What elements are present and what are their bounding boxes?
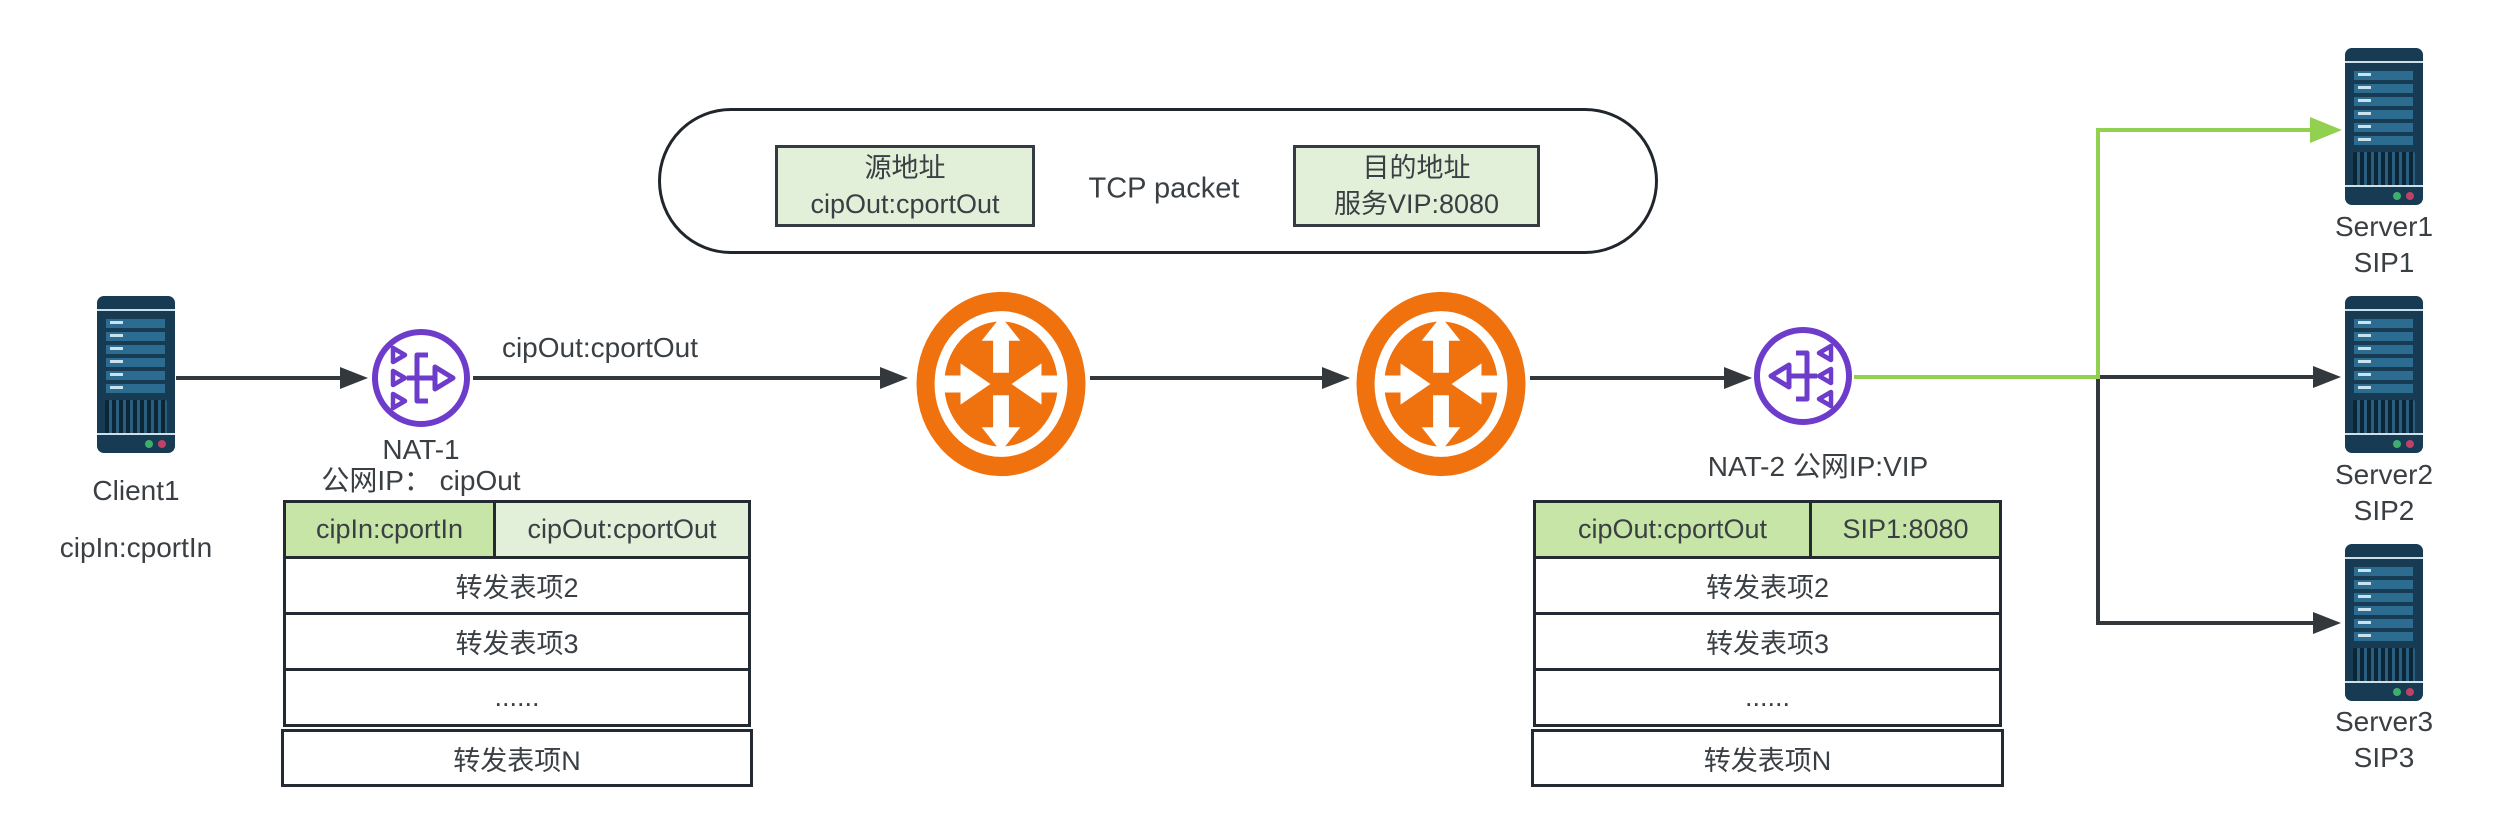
server2-sip-label: SIP2 [2353, 495, 2415, 527]
led-green [2393, 192, 2401, 200]
client-address-label: cipIn:cportIn [59, 532, 213, 564]
tower-cap [2345, 296, 2423, 311]
server2-name-label: Server2 [2334, 459, 2434, 491]
table-row: 转发表项2 [283, 559, 751, 615]
nat1-out-flow-label: cipOut:cportOut [501, 332, 699, 364]
tower-drive-bays [2354, 567, 2413, 643]
tower-base [2345, 681, 2423, 701]
table-row: 转发表项N [1531, 729, 2004, 787]
server1-icon [2345, 48, 2423, 205]
table-header-row: cipOut:cportOut SIP1:8080 [1533, 500, 2002, 559]
client-name-label: Client1 [92, 475, 180, 507]
destination-address-title: 目的地址 [1362, 152, 1471, 183]
led-red [2406, 440, 2414, 448]
tower-cap [2345, 48, 2423, 63]
nat1-icon [369, 326, 473, 430]
table-header-cell: SIP1:8080 [1812, 503, 1999, 556]
server1-name-label: Server1 [2334, 211, 2434, 243]
tower-vents [2353, 648, 2415, 682]
source-address-value: cipOut:cportOut [810, 189, 1000, 219]
table-cell: 转发表项3 [1705, 629, 1830, 659]
table-cell: 转发表项2 [455, 573, 579, 603]
router2-icon [1353, 290, 1529, 478]
table-row: ...... [1533, 671, 2002, 727]
tcp-packet-label: TCP packet [1088, 172, 1240, 205]
server3-name-label: Server3 [2334, 706, 2434, 738]
tower-vents [105, 400, 167, 434]
table-row: 转发表项3 [283, 615, 751, 671]
table-row: 转发表项3 [1533, 615, 2002, 671]
table-cell: ...... [1744, 682, 1790, 712]
tower-vents [2353, 400, 2415, 434]
table-cell: ...... [494, 682, 540, 712]
table-row: 转发表项2 [1533, 559, 2002, 615]
nat2-icon [1751, 324, 1855, 428]
tower-cap [97, 296, 175, 311]
tower-drive-bays [2354, 71, 2413, 147]
source-address-box: 源地址 cipOut:cportOut [775, 145, 1035, 227]
table-header-cell: cipOut:cportOut [1536, 503, 1812, 556]
table-header-row: cipIn:cportIn cipOut:cportOut [283, 500, 751, 559]
nat1-forwarding-table: cipIn:cportIn cipOut:cportOut 转发表项2 转发表项… [281, 500, 753, 787]
client-server-icon [97, 296, 175, 453]
table-cell: 转发表项N [1703, 745, 1832, 776]
tower-cap [2345, 544, 2423, 559]
green-flow-line [1854, 117, 2342, 379]
table-row: 转发表项N [281, 729, 753, 787]
server2-icon [2345, 296, 2423, 453]
tower-drive-bays [2354, 319, 2413, 395]
table-cell: 转发表项3 [455, 629, 579, 659]
led-green [2393, 440, 2401, 448]
tower-drive-bays [106, 319, 165, 395]
led-red [2406, 192, 2414, 200]
table-header-cell: cipOut:cportOut [496, 503, 748, 556]
destination-address-value: 服务VIP:8080 [1333, 189, 1500, 219]
black-arrowheads [340, 366, 2341, 634]
tower-vents [2353, 152, 2415, 186]
table-row: ...... [283, 671, 751, 727]
led-green [145, 440, 153, 448]
table-cell: 转发表项2 [1705, 573, 1830, 603]
source-address-title: 源地址 [864, 152, 946, 183]
nat2-forwarding-table: cipOut:cportOut SIP1:8080 转发表项2 转发表项3 ..… [1531, 500, 2004, 787]
nat1-name-label: NAT-1 [382, 434, 460, 466]
table-header-cell: cipIn:cportIn [286, 503, 496, 556]
server3-icon [2345, 544, 2423, 701]
led-red [158, 440, 166, 448]
led-green [2393, 688, 2401, 696]
destination-address-box: 目的地址 服务VIP:8080 [1293, 145, 1540, 227]
nat1-public-ip-label: 公网IP： cipOut [321, 465, 521, 497]
tower-base [2345, 185, 2423, 205]
black-flow-lines [176, 375, 2313, 625]
server3-sip-label: SIP3 [2353, 742, 2415, 774]
router1-icon [913, 290, 1089, 478]
table-cell: 转发表项N [453, 745, 581, 776]
tower-base [2345, 433, 2423, 453]
led-red [2406, 688, 2414, 696]
nat2-label: NAT-2 公网IP:VIP [1707, 451, 1929, 483]
tower-base [97, 433, 175, 453]
server1-sip-label: SIP1 [2353, 247, 2415, 279]
